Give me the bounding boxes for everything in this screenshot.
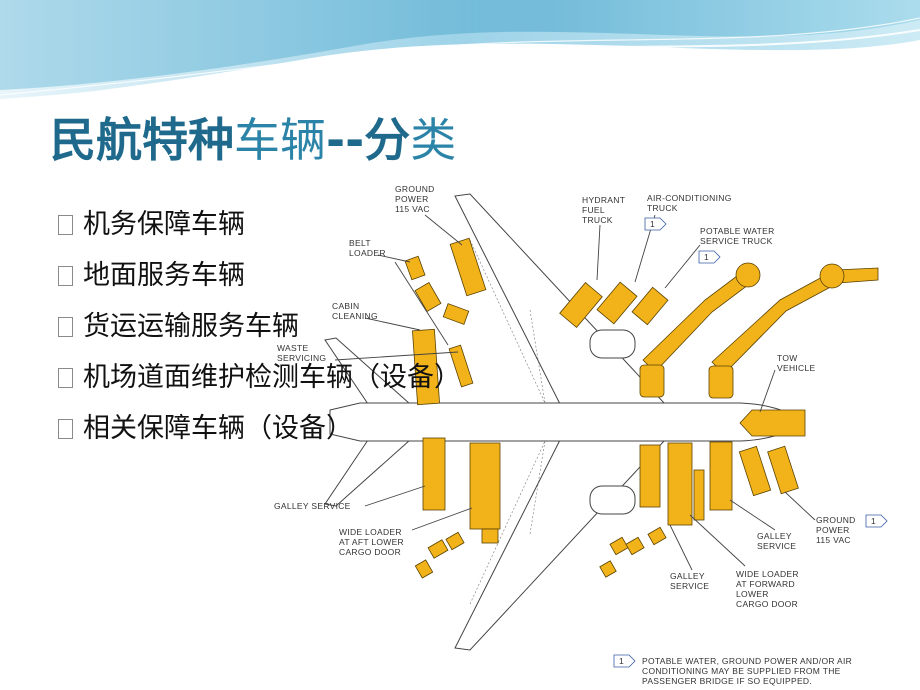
note-flag-aircon: 1 <box>644 217 667 231</box>
title-part-3: --分 <box>326 113 411 167</box>
label-wide-fwd-4: CARGO DOOR <box>736 599 798 609</box>
bullet-text: 机务保障车辆 <box>83 209 245 240</box>
footnote-line-3: PASSENGER BRIDGE IF SO EQUIPPED. <box>642 676 812 686</box>
vehicles <box>404 237 879 579</box>
aircraft-engine-lower <box>589 485 636 515</box>
label-tow-2: VEHICLE <box>777 363 816 373</box>
label-wide-fwd-3: LOWER <box>736 589 769 599</box>
vehicle-wide-loader-aft <box>469 442 501 530</box>
label-wide-aft-2: AT AFT LOWER <box>339 537 404 547</box>
label-galley-mid-2: SERVICE <box>670 581 709 591</box>
passenger-bridge-1 <box>639 262 761 398</box>
label-wide-aft-1: WIDE LOADER <box>339 527 402 537</box>
vehicle-galley-service-left <box>422 437 446 511</box>
aircraft-engine-upper <box>589 329 636 359</box>
bullet-item: 机场道面维护检测车辆（设备） <box>58 355 461 406</box>
vehicle-ground-power-right <box>738 445 772 497</box>
note-flag-aircon-text: 1 <box>650 219 655 229</box>
note-flag-potable: 1 <box>698 250 721 264</box>
bullet-text: 货运运输服务车辆 <box>83 311 299 342</box>
note-flag-ground-power: 1 <box>865 514 888 528</box>
title-part-4: 类 <box>410 113 457 167</box>
label-cabin-cleaning-2: CLEANING <box>332 311 378 321</box>
bullet-box-icon <box>58 215 73 235</box>
footnote-marker: 1 <box>619 656 624 666</box>
label-ground-power-top-1: GROUND <box>395 184 435 194</box>
vehicle-ground-power-top <box>449 237 487 297</box>
vehicle-waste-servicing <box>448 344 474 388</box>
label-waste-servicing-1: WASTE <box>277 343 308 353</box>
vehicle-tow <box>739 409 806 437</box>
label-galley-left: GALLEY SERVICE <box>274 501 351 511</box>
label-belt-loader-1: BELT <box>349 238 371 248</box>
label-cabin-cleaning-1: CABIN <box>332 301 359 311</box>
label-aircon-2: TRUCK <box>647 203 678 213</box>
label-belt-loader-2: LOADER <box>349 248 386 258</box>
label-ground-power-right-1: GROUND <box>816 515 856 525</box>
label-wide-aft-3: CARGO DOOR <box>339 547 401 557</box>
bullet-item: 相关保障车辆（设备） <box>58 406 461 457</box>
apron-servicing-diagram: GROUND POWER 115 VAC BELT LOADER CABIN C… <box>274 184 888 686</box>
bullet-box-icon <box>58 266 73 286</box>
bullet-box-icon <box>58 368 73 388</box>
bullet-item: 货运运输服务车辆 <box>58 304 461 355</box>
title-part-1: 民航特种 <box>50 113 234 167</box>
footnote: 1 POTABLE WATER, GROUND POWER AND/OR AIR… <box>613 654 852 686</box>
label-hydrant-1: HYDRANT <box>582 195 625 205</box>
label-galley-mid-1: GALLEY <box>670 571 705 581</box>
label-tow-1: TOW <box>777 353 798 363</box>
label-potable-2: SERVICE TRUCK <box>700 236 773 246</box>
label-galley-right-1: GALLEY <box>757 531 792 541</box>
label-waste-servicing-2: SERVICING <box>277 353 326 363</box>
bullet-box-icon <box>58 419 73 439</box>
diagram-labels: GROUND POWER 115 VAC BELT LOADER CABIN C… <box>274 184 888 686</box>
bullet-item: 机务保障车辆 <box>58 202 461 253</box>
label-ground-power-right-2: POWER <box>816 525 850 535</box>
vehicle-cabin-cleaning <box>412 328 440 406</box>
vehicle-hydrant-fuel <box>559 282 603 328</box>
label-ground-power-top-3: 115 VAC <box>395 204 430 214</box>
label-potable-1: POTABLE WATER <box>700 226 775 236</box>
footnote-line-2: CONDITIONING MAY BE SUPPLIED FROM THE <box>642 666 841 676</box>
vehicle-galley-service-mid <box>639 444 661 508</box>
bullet-list: 机务保障车辆 地面服务车辆 货运运输服务车辆 机场道面维护检测车辆（设备） 相关… <box>58 202 461 457</box>
label-galley-right-2: SERVICE <box>757 541 796 551</box>
bullet-item: 地面服务车辆 <box>58 253 461 304</box>
footnote-line-1: POTABLE WATER, GROUND POWER AND/OR AIR <box>642 656 852 666</box>
note-flag-ground-power-text: 1 <box>871 516 876 526</box>
label-hydrant-2: FUEL <box>582 205 605 215</box>
label-aircon-1: AIR-CONDITIONING <box>647 193 732 203</box>
note-flag-potable-text: 1 <box>704 252 709 262</box>
label-wide-fwd-2: AT FORWARD <box>736 579 795 589</box>
bullet-text: 机场道面维护检测车辆（设备） <box>83 362 461 393</box>
bullet-box-icon <box>58 317 73 337</box>
label-ground-power-top-2: POWER <box>395 194 429 204</box>
bullet-text: 相关保障车辆（设备） <box>83 413 353 444</box>
bullet-text: 地面服务车辆 <box>83 260 245 291</box>
page-title: 民航特种车辆--分类 <box>50 110 456 170</box>
header-wave-decoration <box>0 0 920 101</box>
label-ground-power-right-3: 115 VAC <box>816 535 851 545</box>
title-part-2: 车辆 <box>234 113 326 167</box>
vehicle-wide-loader-forward <box>667 442 693 526</box>
passenger-bridge-2 <box>708 263 879 399</box>
vehicle-belt-loader <box>414 282 442 312</box>
vehicle-galley-service-right <box>709 441 733 511</box>
aircraft-outline <box>324 193 801 651</box>
label-hydrant-3: TRUCK <box>582 215 613 225</box>
vehicle-air-conditioning <box>631 286 669 326</box>
label-wide-fwd-1: WIDE LOADER <box>736 569 799 579</box>
